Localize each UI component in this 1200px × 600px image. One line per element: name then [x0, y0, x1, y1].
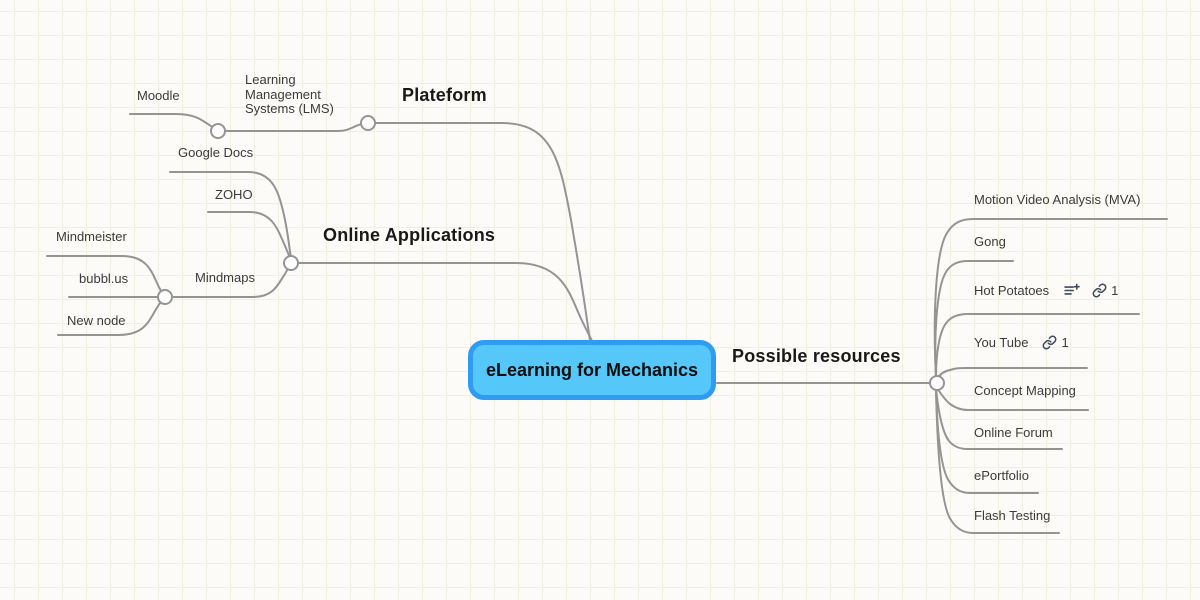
- node-concept-mapping[interactable]: Concept Mapping: [974, 383, 1076, 398]
- node-bubbl-us[interactable]: bubbl.us: [79, 271, 129, 286]
- node-hot-potatoes-label: Hot Potatoes: [974, 283, 1050, 298]
- node-possible-resources[interactable]: Possible resources: [732, 346, 901, 366]
- connector-moodle: [129, 113, 219, 132]
- node-hot-potatoes[interactable]: Hot Potatoes 1: [974, 282, 1118, 299]
- connector-online-applications: [290, 262, 593, 342]
- link-count[interactable]: 1: [1061, 335, 1069, 350]
- junction-circle-online-applications[interactable]: [283, 255, 299, 271]
- node-mindmaps[interactable]: Mindmaps: [195, 270, 255, 285]
- link-icon[interactable]: [1092, 283, 1107, 298]
- node-new-node[interactable]: New node: [67, 313, 126, 328]
- junction-circle-mindmaps[interactable]: [157, 289, 173, 305]
- node-mva[interactable]: Motion Video Analysis (MVA): [974, 192, 1141, 207]
- junction-circle-plateform[interactable]: [360, 115, 376, 131]
- connector-you-tube: [936, 367, 1088, 380]
- node-mindmeister[interactable]: Mindmeister: [56, 229, 127, 244]
- connector-gong: [934, 260, 1014, 378]
- node-google-docs[interactable]: Google Docs: [178, 145, 254, 160]
- junction-circle-possible-resources[interactable]: [929, 375, 945, 391]
- connector-concept-mapping: [936, 387, 1089, 411]
- node-gong[interactable]: Gong: [974, 234, 1006, 249]
- node-online-applications[interactable]: Online Applications: [323, 225, 496, 245]
- connector-hot-potatoes: [935, 313, 1140, 378]
- root-node-label: eLearning for Mechanics: [485, 359, 699, 380]
- link-count[interactable]: 1: [1111, 283, 1119, 298]
- node-eportfolio[interactable]: ePortfolio: [974, 468, 1029, 483]
- node-flash-testing[interactable]: Flash Testing: [974, 508, 1051, 523]
- junction-circle-lms[interactable]: [210, 123, 226, 139]
- root-node[interactable]: eLearning for Mechanics: [468, 340, 716, 400]
- link-icon[interactable]: [1042, 335, 1057, 350]
- node-zoho[interactable]: ZOHO: [215, 187, 253, 202]
- node-lms[interactable]: Learning Management Systems (LMS): [245, 72, 334, 116]
- node-moodle[interactable]: Moodle: [137, 88, 180, 103]
- node-online-forum[interactable]: Online Forum: [974, 425, 1053, 440]
- list-plus-icon[interactable]: [1063, 282, 1081, 299]
- connector-zoho: [207, 211, 291, 259]
- node-you-tube[interactable]: You Tube 1: [974, 335, 1069, 350]
- connector-plateform: [367, 122, 591, 342]
- node-you-tube-label: You Tube: [974, 335, 1029, 350]
- connector-lms: [217, 122, 369, 132]
- connector-online-forum: [935, 388, 1063, 450]
- node-plateform[interactable]: Plateform: [402, 85, 487, 105]
- connector-flash-testing: [935, 388, 1060, 534]
- connector-google-docs: [169, 171, 292, 259]
